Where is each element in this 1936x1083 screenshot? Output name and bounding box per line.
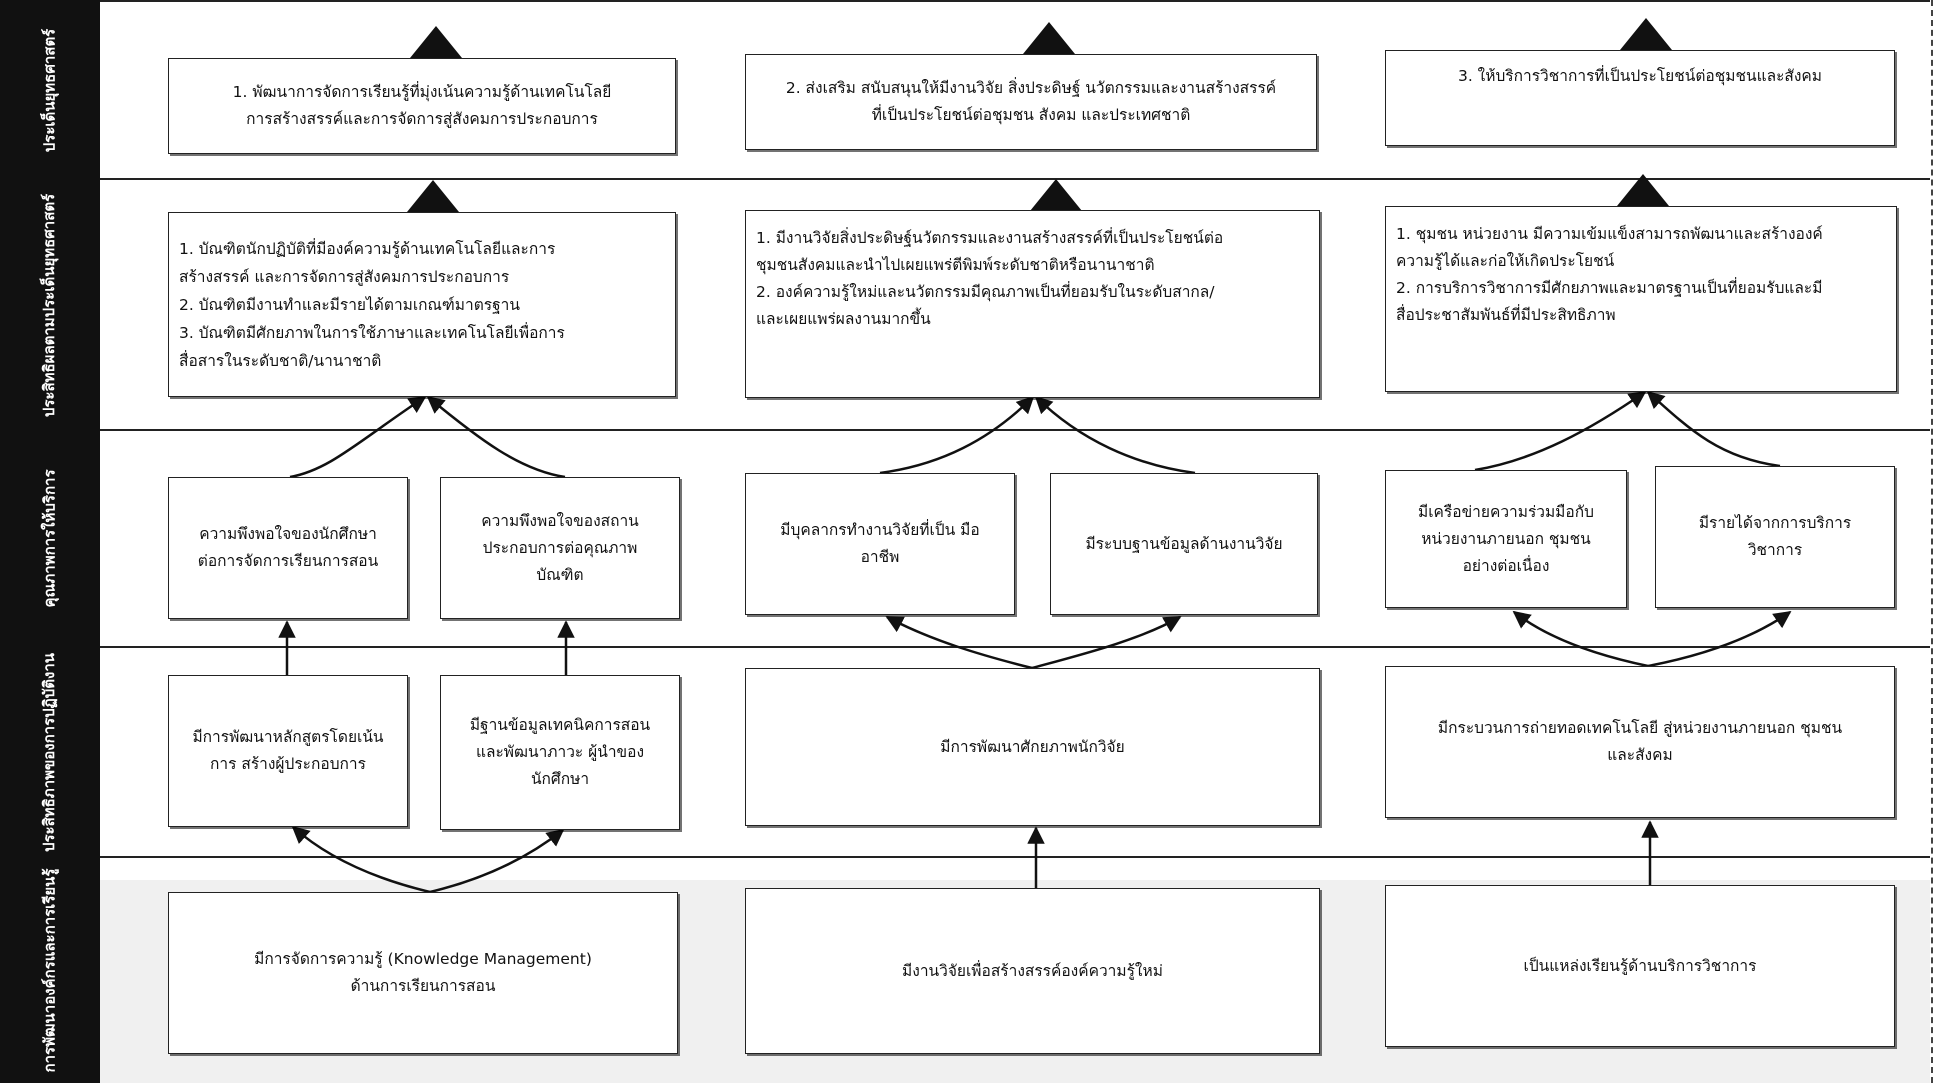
curved-arrow [1512,610,1649,668]
curved-arrow [429,828,565,894]
strategy-box-2: 2. ส่งเสริม สนับสนุนให้มีงานวิจัย สิ่งปร… [745,54,1317,150]
process-box-3: มีการพัฒนาศักยภาพนักวิจัย [745,668,1320,826]
curved-arrow [1031,615,1182,670]
band-label-learning: การพัฒนาองค์กรและการเรียนรู้ [0,857,100,1083]
curved-arrow [1474,390,1647,472]
band-divider [100,646,1930,648]
band-label-outcome: ประสิทธิผลตามประเด็นยุทธศาสตร์ [0,180,100,430]
up-triangle-icon [1030,179,1082,211]
up-triangle-icon [1617,174,1669,206]
service-box-5: มีเครือข่ายความร่วมมือกับ หน่วยงานภายนอก… [1385,470,1627,608]
up-triangle-icon [1023,22,1075,54]
curved-arrow [879,395,1035,475]
curved-arrow [885,615,1033,670]
band-label-strategy: ประเด็นยุทธศาสตร์ [0,0,100,180]
outcome-box-1: 1. บัณฑิตนักปฏิบัติที่มีองค์ความรู้ด้านเ… [168,212,676,397]
service-box-3: มีบุคลากรทำงานวิจัยที่เป็น มือ อาชีพ [745,473,1015,615]
outcome-box-3: 1. ชุมชน หน่วยงาน มีความเข้มแข็งสามารถพั… [1385,206,1897,392]
learning-box-3: เป็นแหล่งเรียนรู้ด้านบริการวิชาการ [1385,885,1895,1047]
up-triangle-icon [1620,18,1672,50]
curved-arrow [1647,610,1792,668]
process-box-1: มีการพัฒนาหลักสูตรโดยเน้น การ สร้างผู้ปร… [168,675,408,827]
band-divider [100,429,1930,431]
band-divider [100,856,1930,858]
band-divider [100,178,1930,180]
learning-box-2: มีงานวิจัยเพื่อสร้างสรรค์องค์ความรู้ใหม่ [745,888,1320,1054]
curved-arrow [426,395,566,479]
process-box-4: มีกระบวนการถ่ายทอดเทคโนโลยี สู่หน่วยงานภ… [1385,666,1895,818]
band-divider [100,0,1930,2]
band-label-process: ประสิทธิภาพของการปฏิบัติงาน [0,647,100,857]
up-triangle-icon [407,180,459,212]
service-box-4: มีระบบฐานข้อมูลด้านงานวิจัย [1050,473,1318,615]
band-label-service: คุณภาพการให้บริการ [0,430,100,647]
page-edge [1931,0,1933,1083]
service-box-1: ความพึงพอใจของนักศึกษา ต่อการจัดการเรียน… [168,477,408,619]
service-box-6: มีรายได้จากการบริการ วิชาการ [1655,466,1895,608]
service-box-2: ความพึงพอใจของสถาน ประกอบการต่อคุณภาพ บั… [440,477,680,619]
outcome-box-2: 1. มีงานวิจัยสิ่งประดิษฐ์นวัตกรรมและงานส… [745,210,1320,398]
up-triangle-icon [410,26,462,58]
process-box-2: มีฐานข้อมูลเทคนิคการสอน และพัฒนาภาวะ ผู้… [440,675,680,830]
learning-box-1: มีการจัดการความรู้ (Knowledge Management… [168,892,678,1054]
curved-arrow [291,825,431,894]
curved-arrow [1646,390,1781,468]
strategy-box-3: 3. ให้บริการวิชาการที่เป็นประโยชน์ต่อชุม… [1385,50,1895,146]
curved-arrow [289,395,427,479]
strategy-box-1: 1. พัฒนาการจัดการเรียนรู้ที่มุ่งเน้นความ… [168,58,676,154]
curved-arrow [1034,395,1196,475]
